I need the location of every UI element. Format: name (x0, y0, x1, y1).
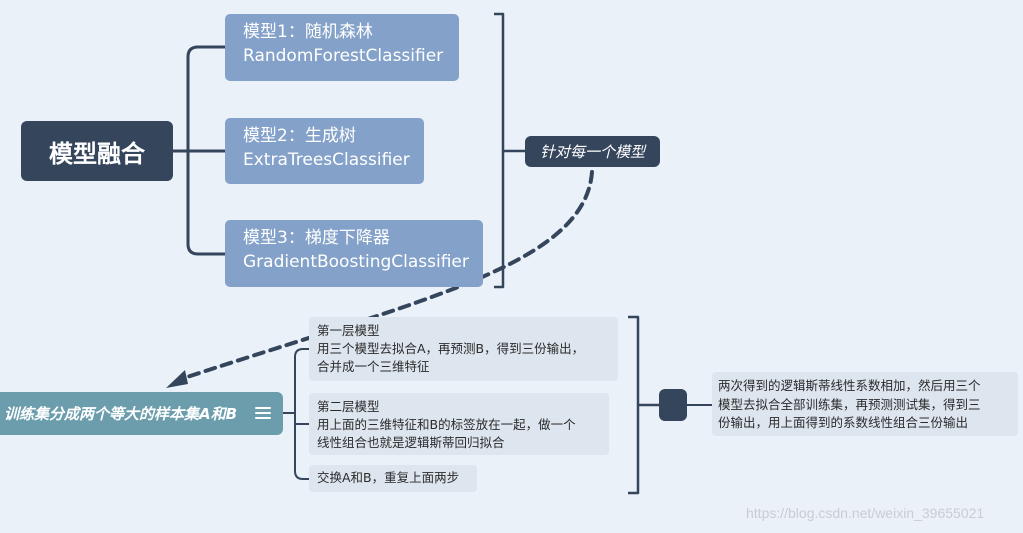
model-3-classifier: GradientBoostingClassifier (243, 252, 469, 272)
step-node-2[interactable]: 第二层模型 用上面的三维特征和B的标签放在一起，做一个 线性组合也就是逻辑斯蒂回… (309, 393, 609, 455)
step-3-line-1: 交换A和B，重复上面两步 (317, 470, 460, 485)
root-node[interactable]: 模型融合 (21, 121, 173, 181)
split-label: 训练集分成两个等大的样本集A和B (4, 405, 238, 423)
step-node-1[interactable]: 第一层模型 用三个模型去拟合A，再预测B，得到三份输出， 合并成一个三维特征 (309, 317, 618, 381)
step-1-line-1: 第一层模型 (317, 323, 380, 338)
model-1-classifier: RandomForestClassifier (243, 46, 444, 66)
model-3-title: 模型3：梯度下降器 (243, 228, 390, 248)
model-2-title: 模型2：生成树 (243, 126, 356, 146)
model-2-classifier: ExtraTreesClassifier (243, 150, 410, 170)
steps-bracket (628, 315, 659, 495)
conclusion-line-3: 份输出，用上面得到的系数线性组合三份输出 (718, 415, 969, 430)
step-1-line-2: 用三个模型去拟合A，再预测B，得到三份输出， (317, 341, 585, 356)
step-2-line-1: 第二层模型 (317, 399, 380, 414)
per-model-tag-label: 针对每一个模型 (539, 143, 645, 161)
per-model-tag-node[interactable]: 针对每一个模型 (525, 136, 660, 167)
split-node[interactable]: 训练集分成两个等大的样本集A和B (0, 392, 283, 435)
conclusion-line-1: 两次得到的逻辑斯蒂线性系数相加，然后用三个 (718, 378, 981, 393)
model-node-3[interactable]: 模型3：梯度下降器 GradientBoostingClassifier (225, 220, 483, 287)
watermark: https://blog.csdn.net/weixin_39655021 (746, 505, 985, 521)
arrow-head-icon (166, 370, 188, 388)
step-1-line-3: 合并成一个三维特征 (317, 359, 430, 374)
hub-node[interactable] (659, 389, 687, 421)
step-2-line-3: 线性组合也就是逻辑斯蒂回归拟合 (317, 435, 505, 450)
root-label: 模型融合 (49, 139, 145, 168)
conclusion-line-2: 模型去拟合全部训练集，再预测测试集，得到三 (718, 396, 981, 412)
menu-lines-icon[interactable] (255, 404, 271, 420)
model-node-1[interactable]: 模型1：随机森林 RandomForestClassifier (225, 14, 459, 81)
root-branch-lines (171, 45, 227, 256)
conclusion-node[interactable]: 两次得到的逻辑斯蒂线性系数相加，然后用三个 模型去拟合全部训练集，再预测测试集，… (712, 372, 1018, 436)
split-branch-lines (282, 348, 310, 480)
model-node-2[interactable]: 模型2：生成树 ExtraTreesClassifier (225, 118, 424, 184)
models-bracket (494, 12, 525, 289)
model-1-title: 模型1：随机森林 (243, 22, 373, 42)
step-2-line-2: 用上面的三维特征和B的标签放在一起，做一个 (317, 417, 576, 432)
step-node-3[interactable]: 交换A和B，重复上面两步 (309, 465, 477, 492)
